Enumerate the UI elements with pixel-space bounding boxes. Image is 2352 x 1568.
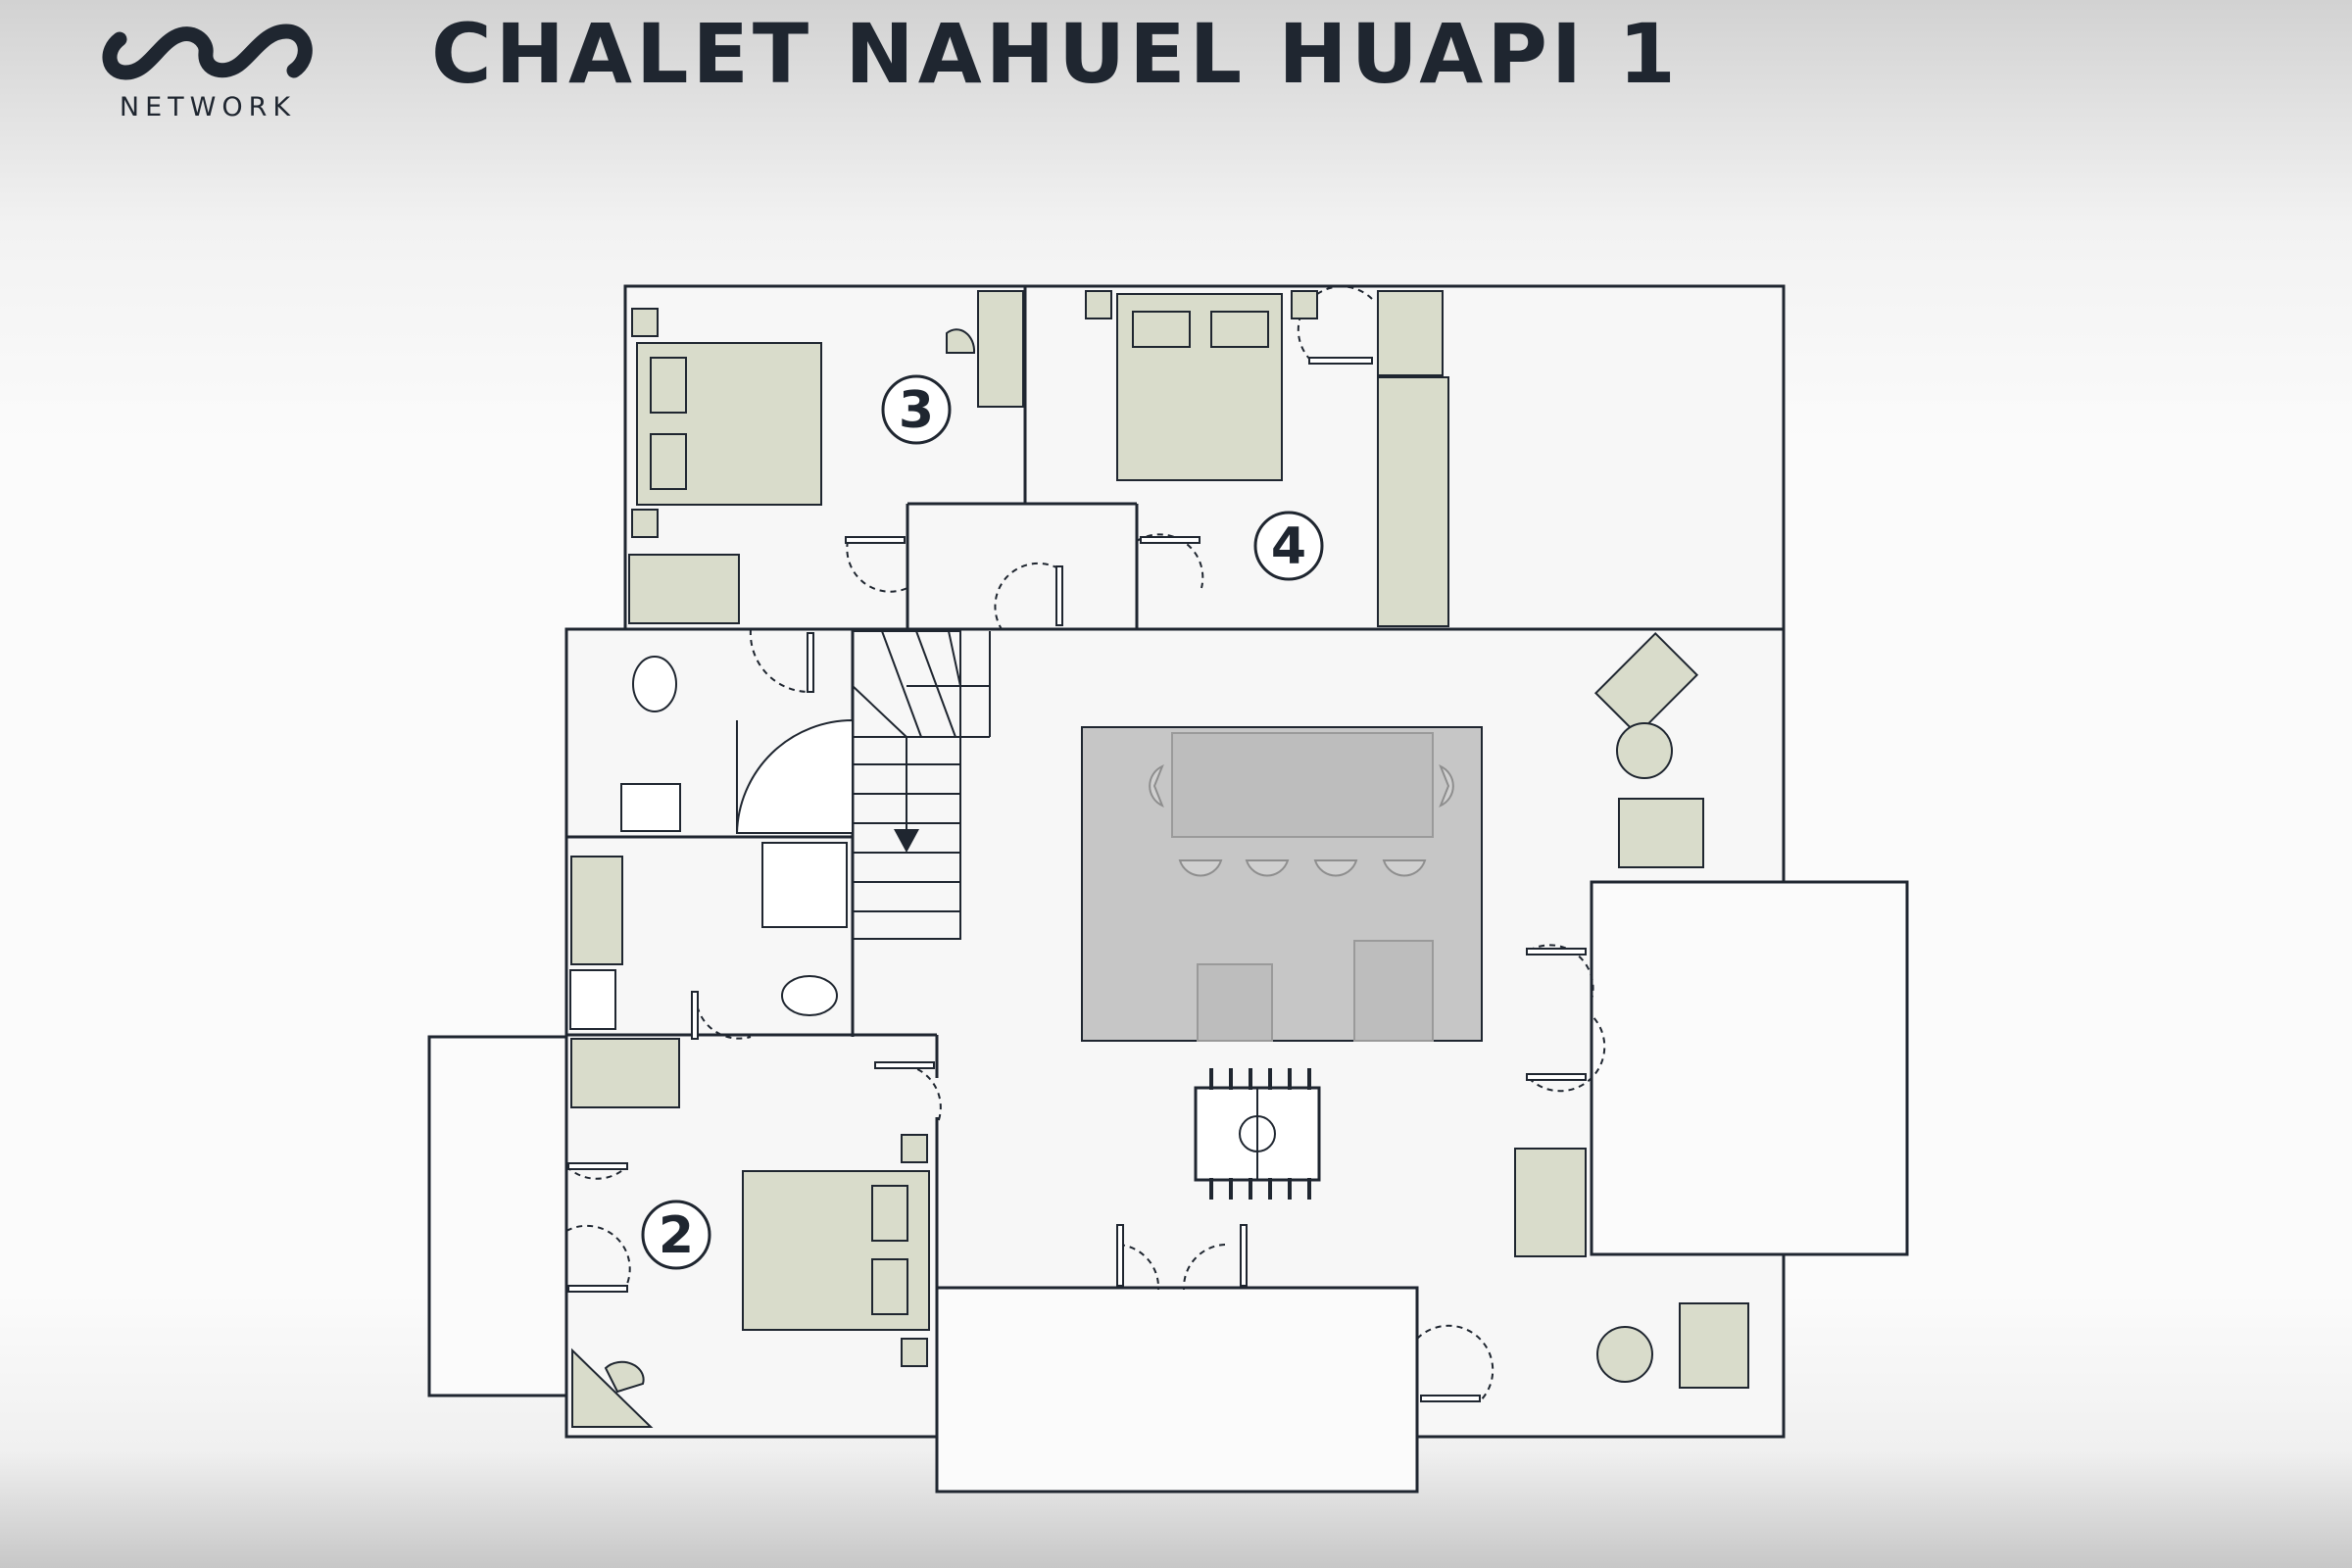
room-badge-2: 2 — [641, 1200, 711, 1270]
foosball-table — [1194, 1068, 1321, 1200]
room-badge-4: 4 — [1253, 511, 1324, 581]
brand-logo-text: NETWORK — [119, 92, 297, 122]
front-terrace — [935, 1286, 1419, 1494]
room-label-3: 3 — [899, 381, 934, 440]
door-leaves — [567, 357, 1587, 1402]
stair-arrow-icon — [894, 829, 919, 853]
brand-logo[interactable]: NETWORK — [98, 12, 323, 129]
room-badge-3: 3 — [881, 374, 952, 445]
fixtures — [569, 328, 976, 1428]
left-terrace — [427, 1035, 568, 1397]
staircase — [852, 630, 991, 940]
room-label-4: 4 — [1271, 517, 1306, 576]
page-title: CHALET NAHUEL HUAPI 1 — [431, 6, 1680, 102]
brand-mark-icon — [102, 24, 313, 80]
furniture — [570, 290, 1749, 1389]
room-label-2: 2 — [659, 1206, 694, 1265]
right-terrace — [1590, 880, 1909, 1256]
dining-area — [1081, 726, 1483, 1042]
